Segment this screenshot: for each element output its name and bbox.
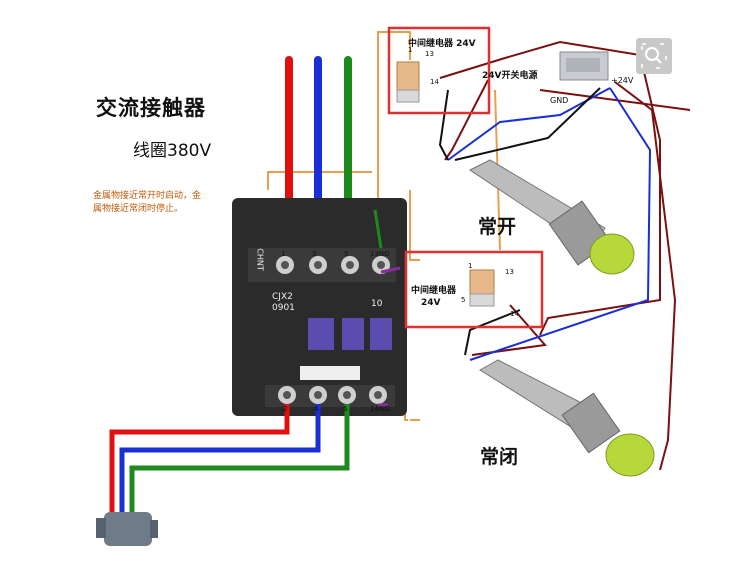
- relay-box-top: [387, 26, 491, 115]
- relay-bottom-pin-5: 5: [461, 296, 466, 304]
- sensor-no: [469, 159, 635, 275]
- relay-top-pin-14: 14: [430, 78, 439, 86]
- sensor-nc-label: 常闭: [480, 446, 519, 468]
- relay-top-pin-1: 1: [408, 46, 413, 54]
- relay-bottom-pin-1: 1: [468, 262, 473, 270]
- contactor-model-line1: CJX2: [272, 292, 293, 302]
- terminal-bottom-4: 4: [314, 405, 319, 413]
- operation-note: 金属物接近常开时启动，金属物接近常闭时停止。: [93, 191, 202, 214]
- relay-box-bottom: [404, 250, 544, 329]
- contactor: [232, 198, 407, 416]
- relay-bottom-pin-14: 14: [510, 310, 519, 318]
- relay-bottom: [469, 269, 495, 307]
- terminal-top-1: 1: [281, 250, 286, 258]
- sensor-no-label: 常开: [478, 216, 517, 238]
- relay-top-label: 中间继电器 24V: [408, 39, 476, 49]
- terminal-top-13no: 13NO: [370, 250, 390, 258]
- contactor-model: CJX2 0901: [272, 292, 295, 314]
- terminal-top-3: 3: [312, 250, 317, 258]
- relay-top: [396, 61, 420, 103]
- relay-bottom-label: 中间继电器 24V: [411, 285, 456, 309]
- contactor-brand: CHNT: [255, 248, 265, 271]
- contactor-contact-type: 10: [371, 299, 383, 309]
- coil-voltage-label: 线圈380V: [133, 141, 212, 161]
- motor-feeders: [109, 404, 350, 518]
- sensor-nc: [479, 359, 655, 477]
- relay-bottom-label-line2: 24V: [421, 298, 441, 308]
- black-wires: [438, 87, 601, 356]
- motor: [96, 512, 158, 546]
- coil-wires: [373, 209, 401, 407]
- relay-top-pin-13: 13: [425, 50, 434, 58]
- power-supply-gnd: GND: [550, 96, 569, 105]
- terminal-bottom-2: 2: [283, 405, 288, 413]
- terminal-bottom-14no: 14NO: [370, 405, 390, 413]
- relay-bottom-label-line1: 中间继电器: [411, 286, 457, 296]
- magnifier-icon: [641, 43, 667, 69]
- contactor-model-line2: 0901: [272, 303, 295, 313]
- zoom-icon[interactable]: [636, 38, 672, 74]
- terminal-top-5: 5: [344, 250, 349, 258]
- diagram-title: 交流接触器: [96, 96, 206, 120]
- power-supply-label: 24V开关电源: [482, 71, 538, 81]
- power-supply: [559, 51, 609, 81]
- power-supply-plus24: +24V: [611, 76, 634, 85]
- relay-bottom-pin-13: 13: [505, 268, 514, 276]
- terminal-bottom-6: 6: [343, 405, 348, 413]
